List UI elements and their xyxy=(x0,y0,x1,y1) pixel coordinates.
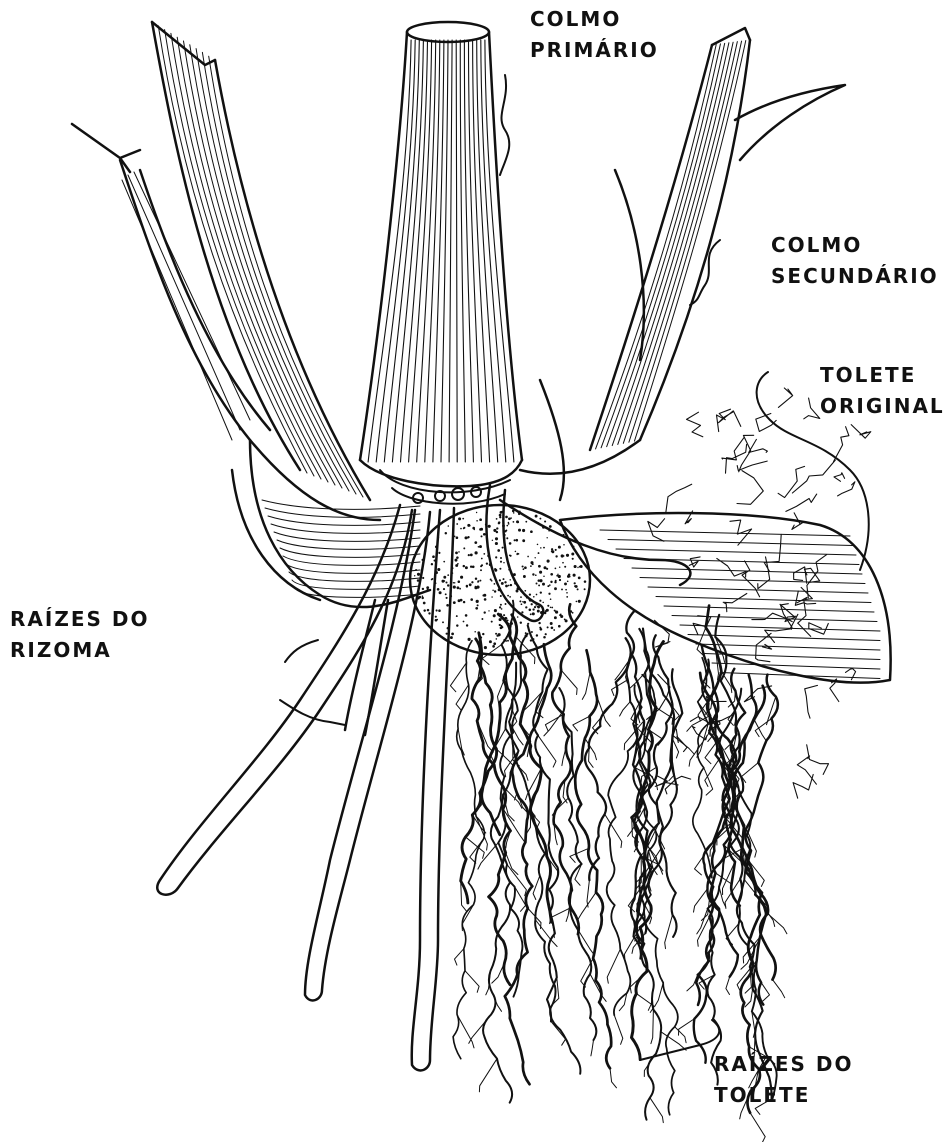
secondary-stalk-hatch xyxy=(596,41,746,449)
label-raizes-rizoma: RAÍZES DO RIZOMA xyxy=(10,604,149,666)
label-line: ORIGINAL xyxy=(820,391,945,422)
label-tolete-original: TOLETE ORIGINAL xyxy=(820,360,945,422)
label-colmo-primario: COLMO PRIMÁRIO xyxy=(530,4,659,66)
label-raizes-tolete: RAÍZES DO TOLETE xyxy=(714,1049,853,1111)
left-stem xyxy=(72,124,380,520)
label-line: TOLETE xyxy=(820,360,945,391)
label-line: PRIMÁRIO xyxy=(530,35,659,66)
label-line: RAÍZES DO xyxy=(714,1049,853,1080)
bud-stipple xyxy=(414,510,586,650)
label-line: TOLETE xyxy=(714,1080,853,1111)
label-line: SECUNDÁRIO xyxy=(771,261,939,292)
left-tall-stalk xyxy=(152,22,370,500)
primary-stalk xyxy=(360,22,522,504)
label-line: RAÍZES DO xyxy=(10,604,149,635)
label-line: COLMO xyxy=(530,4,659,35)
label-line: COLMO xyxy=(771,230,939,261)
label-line: RIZOMA xyxy=(10,635,149,666)
label-colmo-secundario: COLMO SECUNDÁRIO xyxy=(771,230,939,292)
left-stalk-hatch xyxy=(158,26,363,497)
dotted-bud xyxy=(410,505,590,655)
rhizome-body xyxy=(232,440,430,607)
seed-piece-hatch xyxy=(600,530,880,679)
rhizome-roots xyxy=(157,485,690,1070)
